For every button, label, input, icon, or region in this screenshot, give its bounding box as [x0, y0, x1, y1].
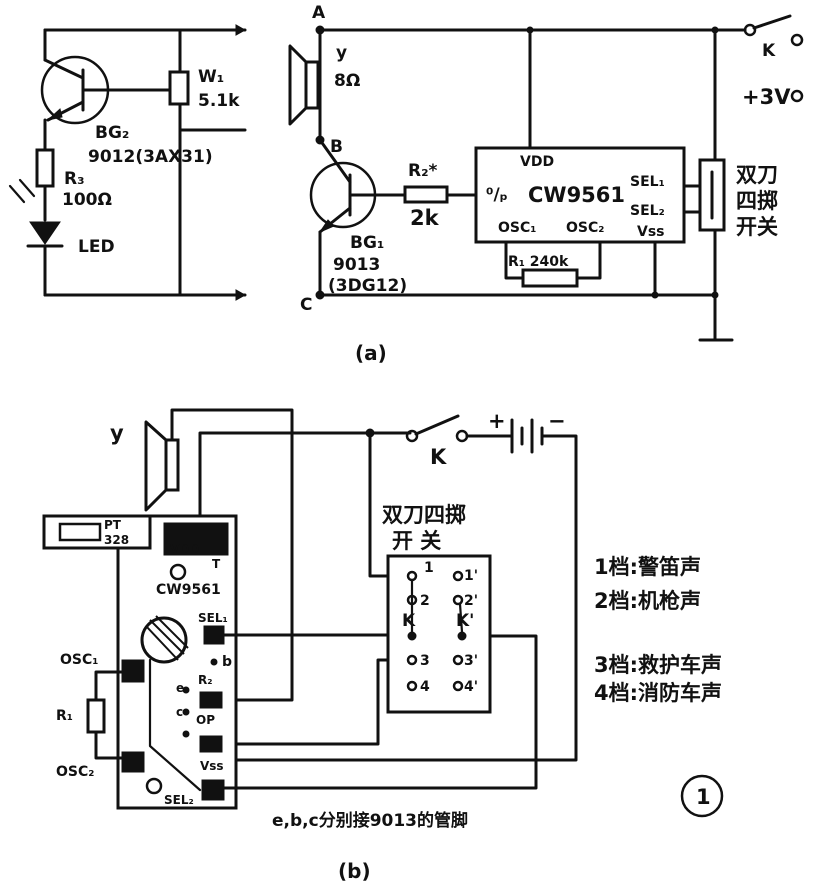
node-a-label: A	[312, 3, 326, 23]
board-b-label: b	[222, 654, 232, 670]
legend-1: 1档:警笛声	[594, 555, 701, 579]
board-vdd-label: VDD	[170, 542, 199, 556]
chip-osc1-label: OSC₁	[498, 220, 536, 236]
sw-3: 3	[420, 653, 430, 669]
r2-resistor	[403, 185, 449, 204]
sw-4p: 4'	[464, 679, 478, 695]
w1-potentiometer	[168, 70, 190, 106]
board-chip-label: CW9561	[156, 582, 221, 598]
speaker-a-icon	[288, 44, 320, 126]
legend-3: 3档:救护车声	[594, 653, 722, 677]
chip-sel1-label: SEL₁	[630, 174, 665, 190]
led-icon	[8, 178, 64, 248]
osc1-pad	[121, 659, 145, 683]
svg-text:双刀: 双刀	[736, 163, 778, 187]
board-osc1-label: OSC₁	[60, 652, 98, 668]
figure-number: 1	[696, 785, 711, 809]
chip-sel2-label: SEL₂	[630, 203, 665, 219]
pt-label-1: PT	[104, 518, 122, 532]
board-r2-label: R₂	[198, 673, 213, 687]
pt-label-2: 328	[104, 533, 129, 547]
led-label: LED	[78, 237, 115, 257]
legend-2: 2档:机枪声	[594, 589, 701, 613]
power-switch-k-a-icon	[743, 14, 804, 103]
sel1-pad	[203, 625, 225, 645]
speaker-a-name: y	[336, 43, 347, 63]
switch-k-a-label: K	[762, 41, 776, 61]
sel2-pad	[201, 779, 225, 801]
dpdt-title-1: 双刀四掷	[382, 503, 466, 527]
w1-name: W₁	[198, 67, 224, 87]
caption-b: (b)	[338, 859, 371, 883]
bg2-name: BG₂	[95, 123, 129, 143]
battery-plus: +	[488, 409, 506, 433]
footnote: e,b,c分别接9013的管脚	[272, 810, 468, 831]
chip-name-label: CW9561	[528, 183, 625, 207]
sw-1p: 1'	[464, 568, 478, 584]
board-sel2-label: SEL₂	[164, 793, 194, 807]
bg1-part: 9013	[333, 255, 380, 275]
board-r1-label: R₁	[56, 708, 73, 724]
board-osc2-label: OSC₂	[56, 764, 94, 780]
r3-name: R₃	[64, 169, 85, 189]
chip-vdd-label: VDD	[520, 154, 554, 170]
dpdt-title-2: 开 关	[392, 529, 441, 553]
speaker-b-name: y	[110, 421, 124, 445]
legend-4: 4档:消防车声	[594, 681, 722, 705]
board-op-label: OP	[196, 713, 215, 727]
node-c-label: C	[300, 295, 312, 315]
figure-number-ring	[680, 774, 724, 818]
main-circuit-a: A y 8Ω B R₂* 2k BG₁ 9013 (3DG12) VDD ⁰/ₚ…	[288, 3, 804, 365]
bg2-part: 9012(3AX31)	[88, 147, 213, 167]
speaker-a-value: 8Ω	[334, 71, 360, 91]
r2-value: 2k	[410, 206, 440, 230]
switch-k-b-label: K	[430, 445, 447, 469]
power-switch-k-b-icon	[405, 414, 469, 443]
r1-resistor-b	[86, 698, 106, 734]
battery-icon	[510, 418, 544, 454]
svg-text:四掷: 四掷	[736, 189, 778, 213]
sw-2: 2	[420, 593, 430, 609]
sw-k: K	[402, 611, 416, 631]
chip-out-label: ⁰/ₚ	[486, 185, 508, 205]
bg1-name: BG₁	[350, 233, 384, 253]
battery-minus: −	[548, 409, 566, 433]
svg-text:开关: 开关	[736, 215, 778, 239]
w1-value: 5.1k	[198, 91, 240, 111]
osc2-pad	[121, 751, 145, 773]
chip-blob	[140, 616, 188, 664]
dpdt-switch-box	[386, 554, 492, 714]
selector-switch-name: 双刀 四掷 开关	[736, 163, 778, 239]
r1-resistor-a	[521, 268, 579, 288]
board-t-label: T	[212, 557, 221, 571]
cw9561-chip-a	[474, 146, 686, 244]
r2-name: R₂*	[408, 161, 438, 181]
dpdt-contacts	[406, 570, 467, 692]
sw-1: 1	[424, 560, 434, 576]
r3-resistor	[35, 148, 55, 188]
board-c-label: c	[176, 705, 183, 719]
supply-label: +3V	[742, 85, 791, 109]
sw-4: 4	[420, 679, 430, 695]
sw-kp: K'	[456, 611, 474, 631]
caption-a: (a)	[355, 341, 387, 365]
diagram-b: y K + − PT 328 VDD T CW9	[42, 408, 724, 883]
left-subcircuit: W₁ 5.1k BG₂ 9012(3AX31) R₃ 100Ω LED	[8, 24, 247, 301]
bg1-alt: (3DG12)	[328, 276, 407, 296]
chip-vss-label: Vss	[637, 224, 665, 240]
r3-value: 100Ω	[62, 190, 112, 210]
board-e-label: e	[176, 681, 184, 695]
board-sel1-label: SEL₁	[198, 611, 228, 625]
board-vss-label: Vss	[200, 759, 224, 773]
vdd-pad	[163, 522, 229, 556]
sw-3p: 3'	[464, 653, 478, 669]
node-b-label: B	[330, 137, 343, 157]
chip-osc2-label: OSC₂	[566, 220, 604, 236]
r1-label-a: R₁ 240k	[508, 254, 569, 270]
sw-2p: 2'	[464, 593, 478, 609]
